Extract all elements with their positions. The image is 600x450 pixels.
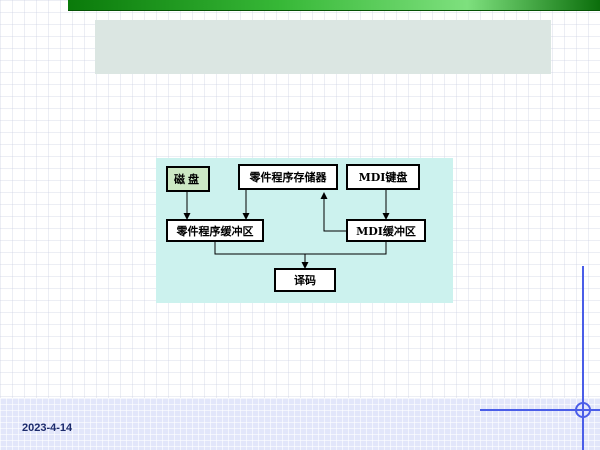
node-part-program-buffer: 零件程序缓冲区 (166, 219, 264, 242)
footer-date: 2023-4-14 (22, 422, 73, 434)
edge-mdibuffer-to-storage (320, 192, 346, 232)
title-placeholder (95, 20, 551, 74)
node-decode: 译码 (274, 268, 336, 292)
node-mdi-buffer: MDI缓冲区 (346, 219, 426, 242)
node-disk: 磁盘 (166, 166, 210, 192)
node-mdi-keyboard: MDI键盘 (346, 164, 420, 190)
top-accent-bar (68, 0, 600, 11)
footer-band (0, 398, 600, 450)
corner-crosshair-decoration (480, 266, 600, 450)
node-part-program-storage: 零件程序存储器 (238, 164, 338, 190)
edge-buffers-to-decode (214, 242, 387, 255)
